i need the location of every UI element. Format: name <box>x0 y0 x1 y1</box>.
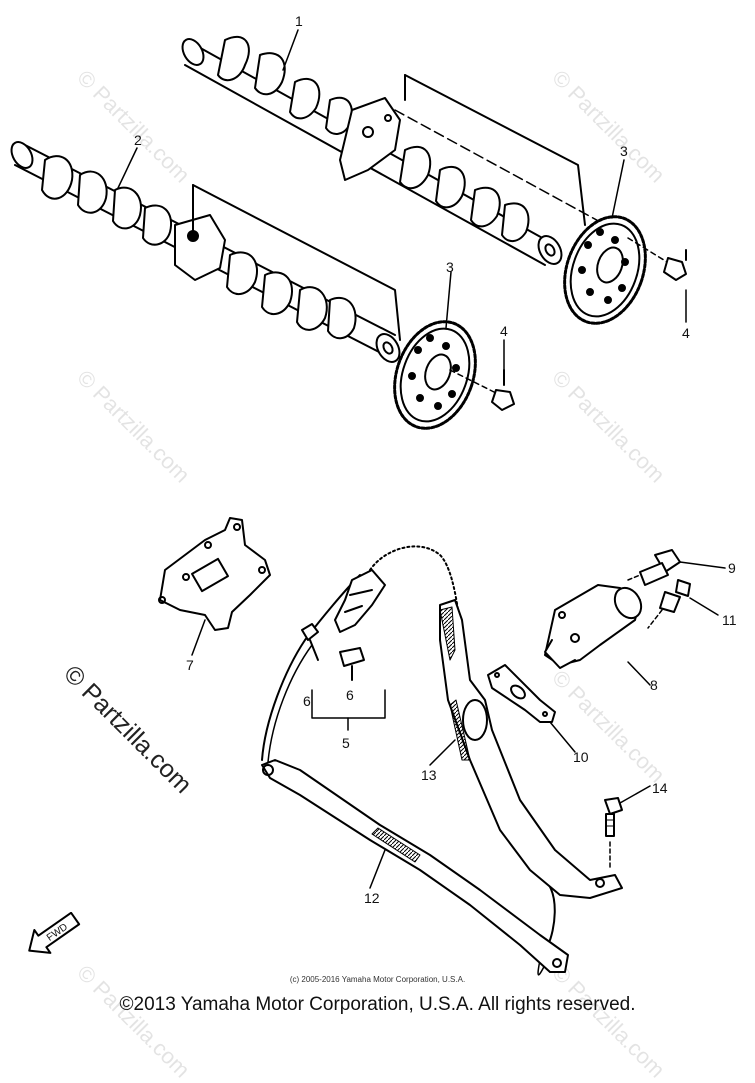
callout-8: 8 <box>650 677 658 693</box>
chain-guide-top <box>334 569 386 633</box>
callout-3-lower: 3 <box>446 259 454 275</box>
camshaft-2 <box>10 141 401 363</box>
tensioner-cap-bolt <box>639 549 681 586</box>
callout-4-upper: 4 <box>682 325 690 341</box>
guide-pivot-bolt <box>604 797 623 837</box>
bolt-lower <box>491 369 515 411</box>
chain-tensioner-guide <box>439 599 623 899</box>
chain-tensioner-body <box>544 584 643 669</box>
cam-sprocket-lower <box>393 320 477 430</box>
tensioner-mount-bolt <box>659 579 691 613</box>
bolt-6-left <box>301 623 319 661</box>
chain-guide-bracket <box>158 517 271 631</box>
callout-2: 2 <box>134 132 142 148</box>
callout-6-left: 6 <box>303 693 311 709</box>
parts-diagram: 1 2 3 3 4 4 5 6 6 7 8 9 10 11 12 13 14 <box>10 13 737 976</box>
callout-13: 13 <box>421 767 437 783</box>
callout-10: 10 <box>573 749 589 765</box>
callout-11: 11 <box>722 612 737 628</box>
bolt-upper <box>663 249 687 281</box>
copyright-notice: (c) 2005-2016 Yamaha Motor Corporation, … <box>289 975 466 984</box>
callout-5: 5 <box>342 735 350 751</box>
forward-arrow-icon: FWD <box>28 912 81 954</box>
callout-6-right: 6 <box>346 687 354 703</box>
callout-12: 12 <box>364 890 380 906</box>
callout-3-upper: 3 <box>620 143 628 159</box>
chain-guide-long <box>261 759 569 973</box>
bolt-6-right <box>339 647 365 681</box>
cam-chain <box>261 545 556 976</box>
callout-4-lower: 4 <box>500 323 508 339</box>
footer-copyright: ©2013 Yamaha Motor Corporation, U.S.A. A… <box>119 994 636 1015</box>
callout-9: 9 <box>728 560 736 576</box>
callout-1: 1 <box>295 13 303 29</box>
callout-14: 14 <box>652 780 668 796</box>
camshaft-1 <box>181 35 563 266</box>
callout-7: 7 <box>186 657 194 673</box>
cam-sprocket-upper <box>563 215 647 325</box>
tensioner-gasket <box>487 664 556 723</box>
